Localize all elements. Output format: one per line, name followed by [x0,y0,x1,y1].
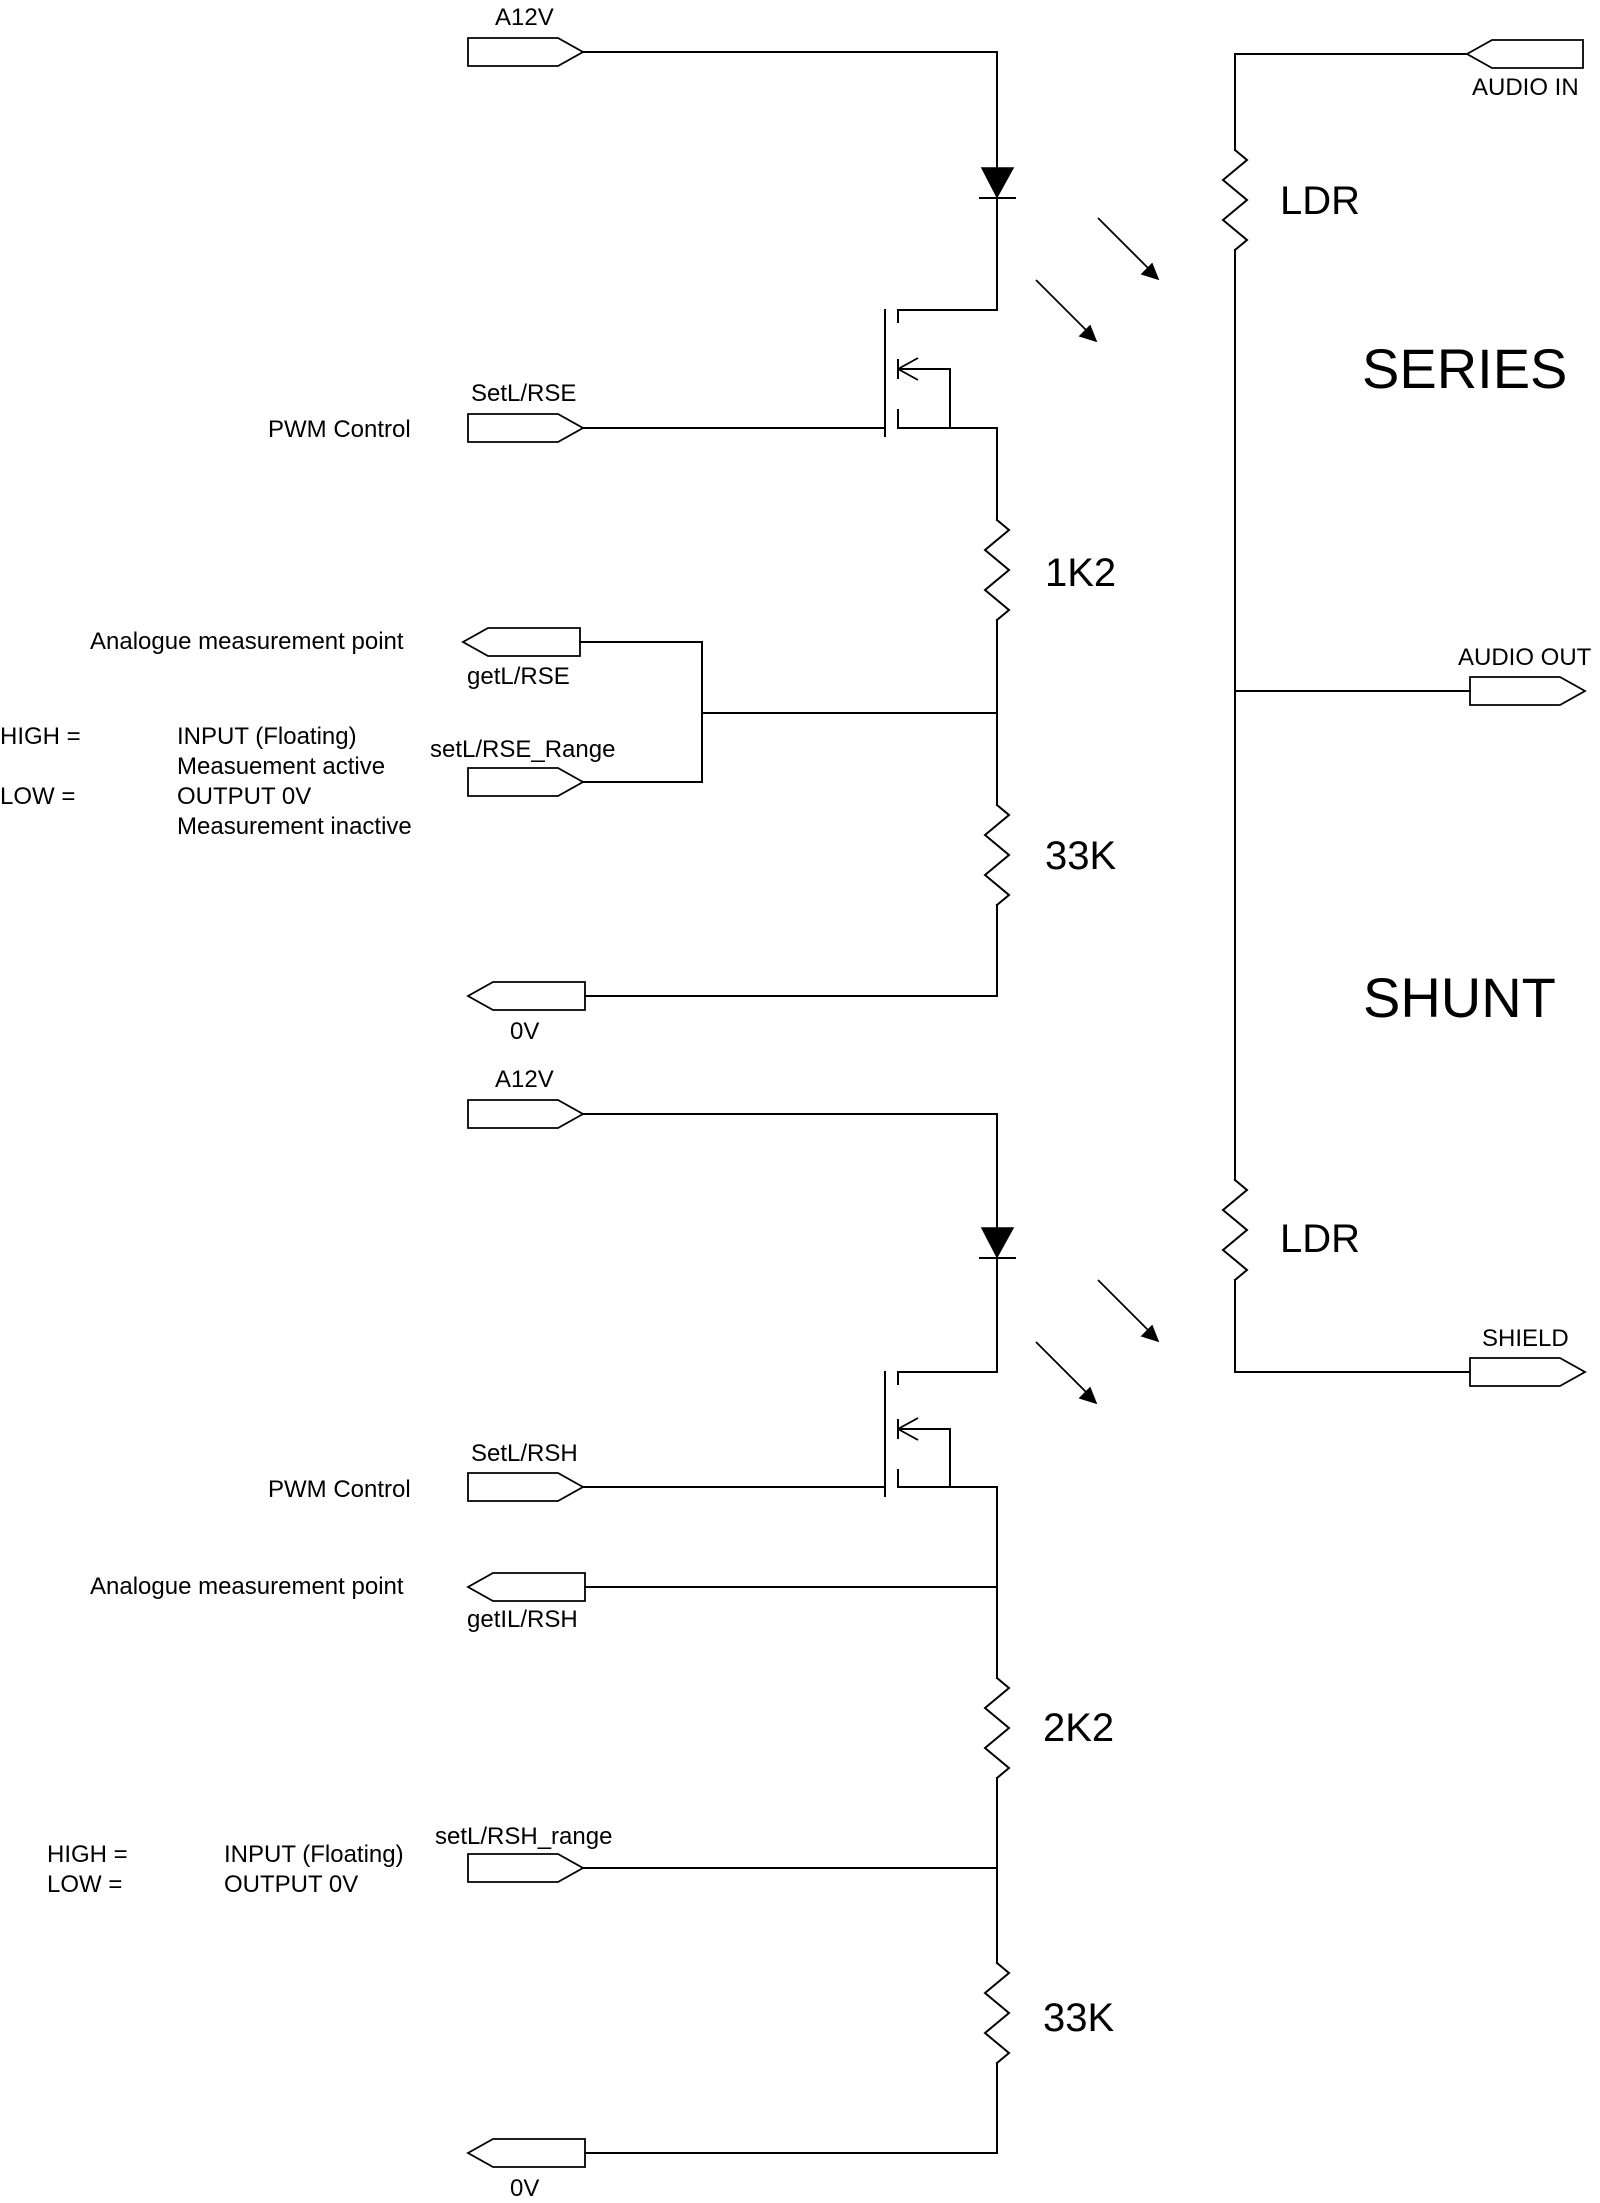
audio-path: AUDIO IN LDR AUDIO OUT SERIES SHUNT LDR … [1221,39,1592,1387]
shunt-pwm-port-label: SetL/RSH [471,1440,578,1467]
shunt-section-title: SHUNT [1363,966,1556,1029]
series-pwm-port-label: SetL/RSE [471,380,576,407]
shunt-high-value: INPUT (Floating) [224,1841,404,1868]
series-light-arrow-2 [1035,279,1094,338]
series-measure-port-label: getL/RSE [467,663,570,690]
shunt-a12v-port: A12V [467,1066,585,1129]
shunt-ldr-label: LDR [1280,1217,1360,1261]
series-low-note: Measurement inactive [177,813,412,840]
series-resistor-33k: 33K [983,803,1116,997]
shunt-resistor-33k: 33K [983,1961,1114,2154]
shunt-low-value: OUTPUT 0V [224,1871,358,1898]
series-a12v-port: A12V [467,4,585,67]
shunt-led [979,1227,1160,1405]
shield-wire [1234,1279,1471,1373]
series-ldr: LDR [1221,148,1360,252]
audio-out-label: AUDIO OUT [1458,644,1592,671]
shunt-ground-label: 0V [510,2175,539,2202]
series-measure-port: Analogue measurement point getL/RSE [90,627,998,783]
series-section-title: SERIES [1362,337,1567,400]
shield-port: SHIELD [1469,1325,1587,1387]
series-supply-wire [582,51,998,169]
series-measure-label: Analogue measurement point [90,628,404,655]
shunt-resistor-33k-label: 33K [1043,1996,1114,2040]
series-high-value: INPUT (Floating) [177,723,357,750]
shunt-light-arrow-1 [1097,1279,1156,1338]
audio-in-port: AUDIO IN [1465,39,1584,101]
shunt-resistor-2k2: 2K2 [983,1676,1114,1964]
series-range-port-label: setL/RSE_Range [430,736,615,763]
shunt-high-key: HIGH = [47,1841,128,1868]
shunt-range-notes: HIGH = INPUT (Floating) LOW = OUTPUT 0V [47,1841,404,1898]
shield-label: SHIELD [1482,1325,1569,1352]
series-led [979,167,1160,343]
shunt-a12v-label: A12V [495,1066,554,1093]
shunt-mosfet [582,1371,998,1679]
series-ground-label: 0V [510,1018,539,1045]
shunt-low-key: LOW = [47,1871,122,1898]
series-high-note: Measuement active [177,753,385,780]
audio-in-wire [1234,53,1468,151]
shunt-ground-port: 0V [466,2138,998,2202]
series-resistor-1k2-label: 1K2 [1045,551,1116,595]
series-ground-port: 0V [466,981,998,1045]
shunt-supply-wire [582,1113,998,1229]
series-light-arrow-1 [1097,217,1156,276]
series-pwm-label: PWM Control [268,416,411,443]
series-low-value: OUTPUT 0V [177,783,311,810]
shunt-resistor-2k2-label: 2K2 [1043,1706,1114,1750]
series-pwm-port: SetL/RSE PWM Control [268,380,585,443]
audio-in-label: AUDIO IN [1472,74,1579,101]
series-mosfet [582,309,998,521]
series-low-key: LOW = [0,783,75,810]
series-range-notes: HIGH = INPUT (Floating) Measuement activ… [0,723,412,840]
series-range-port: setL/RSE_Range [430,736,615,797]
series-section: A12V SetL/RSE PW [0,4,1160,1045]
shunt-ldr: LDR [1221,1178,1360,1282]
shunt-section: A12V SetL/RSH PW [47,1066,1160,2202]
shunt-pwm-label: PWM Control [268,1476,411,1503]
audio-out-port: AUDIO OUT [1234,644,1592,706]
shunt-pwm-port: SetL/RSH PWM Control [268,1440,585,1503]
series-high-key: HIGH = [0,723,81,750]
shunt-measure-port: Analogue measurement point getIL/RSH [90,1572,998,1633]
series-resistor-33k-label: 33K [1045,834,1116,878]
shunt-range-port: setL/RSH_range [435,1823,998,1883]
series-a12v-label: A12V [495,4,554,31]
series-ldr-label: LDR [1280,179,1360,223]
shunt-range-port-label: setL/RSH_range [435,1823,612,1850]
series-resistor-1k2: 1K2 [983,518,1116,806]
shunt-measure-label: Analogue measurement point [90,1573,404,1600]
shunt-light-arrow-2 [1035,1341,1094,1400]
shunt-measure-port-label: getIL/RSH [467,1606,578,1633]
